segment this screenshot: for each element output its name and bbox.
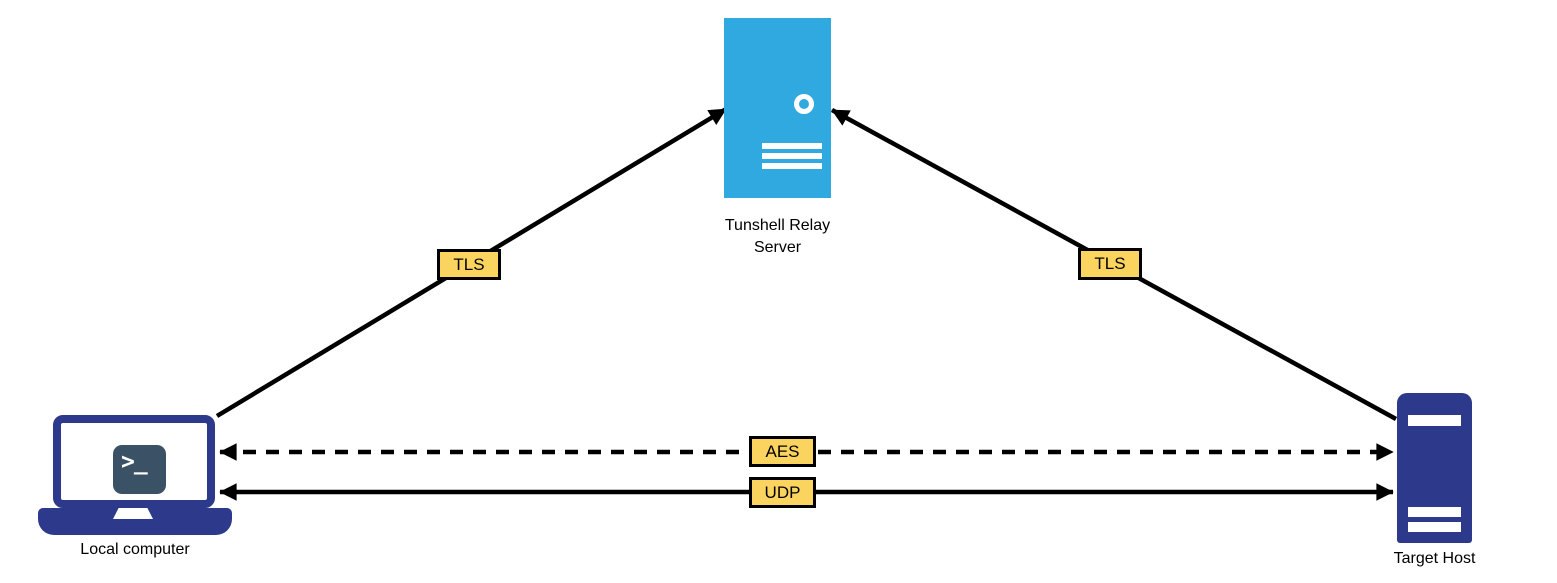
- server-slot-icon: [1408, 415, 1461, 426]
- edge-label-udp: UDP: [749, 477, 816, 508]
- relay-server-node: [724, 18, 831, 198]
- laptop-notch: [113, 508, 153, 519]
- target-host-node: [1397, 393, 1472, 543]
- local-computer-node: >_ Local computer: [38, 410, 232, 580]
- relay-server-label: Tunshell Relay Server: [724, 217, 831, 256]
- terminal-prompt-glyph: >_: [121, 449, 148, 475]
- server-slot-icon: [1408, 507, 1461, 517]
- laptop-base: [38, 508, 232, 535]
- terminal-icon: >_: [113, 445, 166, 494]
- server-slot-icon: [1408, 522, 1461, 532]
- server-power-ring-icon: [794, 94, 814, 114]
- edge-label-tls-right: TLS: [1078, 248, 1142, 280]
- edge-label-aes: AES: [749, 436, 816, 467]
- local-computer-label: Local computer: [80, 541, 190, 558]
- server-vent-lines-icon: [762, 143, 822, 173]
- edge-label-tls-left: TLS: [437, 249, 501, 280]
- target-host-label: Target Host: [1393, 550, 1476, 567]
- laptop-screen: >_: [53, 415, 215, 508]
